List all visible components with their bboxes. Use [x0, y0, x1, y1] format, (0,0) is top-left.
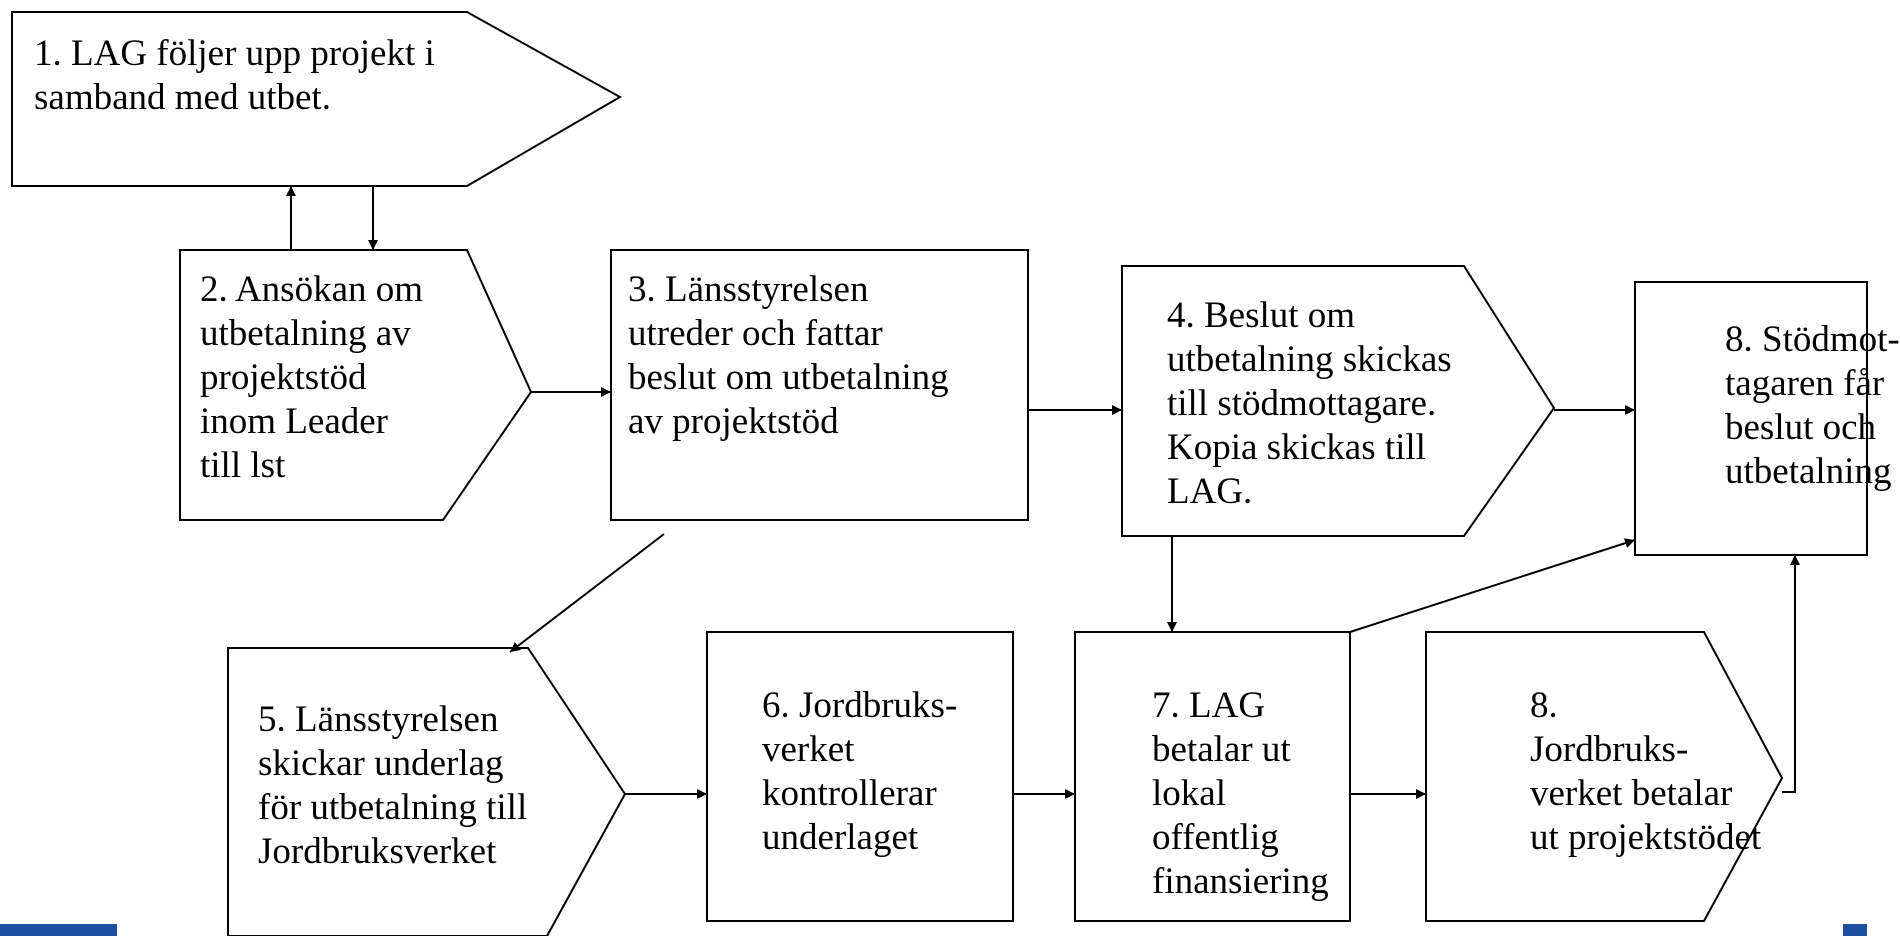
node-shape-n6-rectangle	[706, 631, 1014, 922]
node-label-7-line: offentlig	[1152, 817, 1279, 858]
node-label-6-line: kontrollerar	[762, 773, 937, 814]
node-label-8-recipient-line: tagaren får	[1725, 363, 1885, 404]
node-label-4-line: 4. Beslut om	[1167, 295, 1356, 336]
node-label-5-line: Jordbruksverket	[258, 831, 497, 872]
node-label-3: 3. Länsstyrelsen utreder och fattar besl…	[628, 268, 949, 444]
node-label-5-line: för utbetalning till	[258, 787, 528, 828]
corner-logo-left	[0, 924, 117, 936]
node-shape-n8a-pentagon	[1425, 631, 1784, 922]
node-label-1-line: 1. LAG följer upp projekt i	[34, 33, 435, 74]
node-label-7-line: lokal	[1152, 773, 1226, 814]
node-label-3-line: beslut om utbetalning	[628, 357, 949, 398]
node-label-3-line: 3. Länsstyrelsen	[628, 269, 869, 310]
node-label-8-payment-line: ut projektstödet	[1530, 817, 1762, 858]
node-shapes	[11, 11, 1868, 936]
node-shape-n4-pentagon	[1121, 265, 1556, 537]
node-label-7: 7. LAG betalar ut lokal offentlig finans…	[1152, 684, 1329, 904]
node-label-8-recipient: 8. Stödmot- tagaren får beslut och utbet…	[1725, 318, 1900, 494]
connector-arrows	[286, 186, 1800, 799]
corner-logo-right	[1843, 924, 1867, 936]
node-label-8-payment: 8. Jordbruks- verket betalar ut projekts…	[1530, 684, 1761, 860]
node-label-2-line: projektstöd	[200, 357, 367, 398]
node-label-1-line: samband med utbet.	[34, 77, 331, 118]
arrow-n7-to-n8b	[1349, 538, 1636, 633]
node-label-4-line: utbetalning skickas	[1167, 339, 1452, 380]
node-label-5-line: skickar underlag	[258, 743, 504, 784]
node-label-7-line: betalar ut	[1152, 729, 1291, 770]
node-label-2-line: inom Leader	[200, 401, 388, 442]
node-label-5: 5. Länsstyrelsen skickar underlag för ut…	[258, 698, 527, 874]
node-label-6-line: verket	[762, 729, 855, 770]
node-shape-n2-pentagon	[179, 249, 533, 521]
node-label-4-line: Kopia skickas till	[1167, 427, 1426, 468]
node-label-3-line: av projektstöd	[628, 401, 839, 442]
node-label-2-line: utbetalning av	[200, 313, 411, 354]
node-label-7-line: 7. LAG	[1152, 685, 1266, 726]
node-label-4: 4. Beslut om utbetalning skickas till st…	[1167, 294, 1452, 514]
node-label-8-payment-line: 8.	[1530, 685, 1558, 726]
node-label-6-line: underlaget	[762, 817, 919, 858]
node-label-8-recipient-line: beslut och	[1725, 407, 1877, 448]
node-label-2-line: till lst	[200, 445, 286, 486]
node-shape-n7-rectangle	[1074, 631, 1351, 922]
node-label-7-line: finansiering	[1152, 861, 1329, 902]
node-label-3-line: utreder och fattar	[628, 313, 883, 354]
node-label-8-recipient-line: 8. Stödmot-	[1725, 319, 1900, 360]
node-label-5-line: 5. Länsstyrelsen	[258, 699, 499, 740]
node-shape-n3-rectangle	[610, 249, 1029, 521]
arrow-n3-to-n5	[509, 533, 665, 653]
node-label-6: 6. Jordbruks- verket kontrollerar underl…	[762, 684, 957, 860]
node-shape-n8b-rectangle	[1634, 281, 1868, 556]
node-label-8-payment-line: verket betalar	[1530, 773, 1733, 814]
node-label-8-recipient-line: utbetalning	[1725, 451, 1892, 492]
node-label-4-line: till stödmottagare.	[1167, 383, 1437, 424]
node-shape-n1-pentagon	[11, 11, 623, 187]
node-label-4-line: LAG.	[1167, 471, 1253, 512]
node-label-2: 2. Ansökan om utbetalning av projektstöd…	[200, 268, 423, 488]
node-label-6-line: 6. Jordbruks-	[762, 685, 958, 726]
node-label-2-line: 2. Ansökan om	[200, 269, 424, 310]
node-label-1: 1. LAG följer upp projekt i samband med …	[34, 32, 435, 120]
node-shape-n5-pentagon	[227, 647, 627, 936]
arrow-n8a-to-n8b	[1782, 555, 1800, 793]
node-label-8-payment-line: Jordbruks-	[1530, 729, 1689, 770]
